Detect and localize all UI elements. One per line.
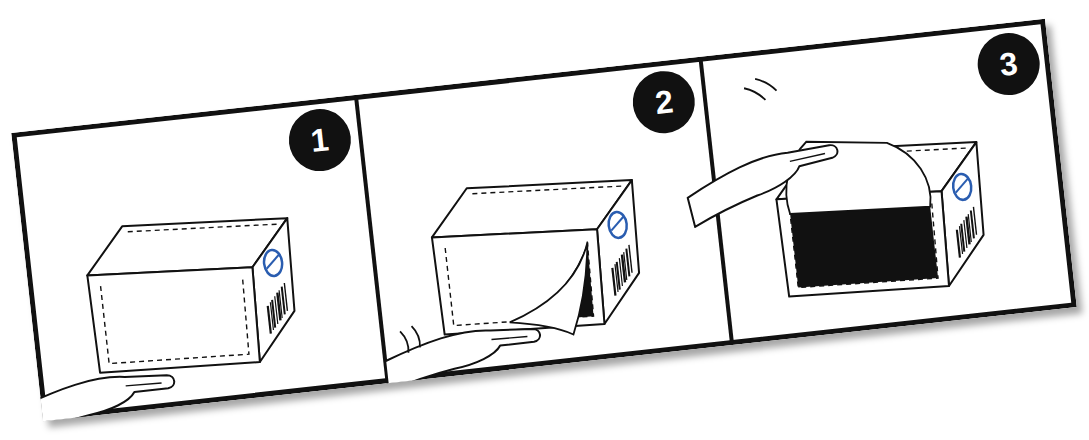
hand-drawing <box>17 370 178 421</box>
panel-divider <box>356 97 387 381</box>
callout-number: 3 <box>998 47 1019 81</box>
callout-number: 2 <box>654 85 675 119</box>
motion-lines <box>400 325 421 353</box>
box-drawing <box>82 208 302 380</box>
step-three-panel <box>673 56 992 314</box>
step-one-panel <box>11 208 308 421</box>
step-two-panel <box>367 170 652 391</box>
instruction-strip: 1 2 3 <box>11 19 1077 421</box>
motion-lines <box>743 77 777 102</box>
hand-drawing <box>683 139 847 226</box>
hand-drawing <box>383 324 544 391</box>
outer-frame <box>14 22 1074 419</box>
callout-number: 1 <box>309 123 330 157</box>
tear-flap <box>502 242 597 341</box>
tear-flap <box>781 129 932 222</box>
illustration <box>11 19 1077 421</box>
box-drawing <box>427 170 647 342</box>
